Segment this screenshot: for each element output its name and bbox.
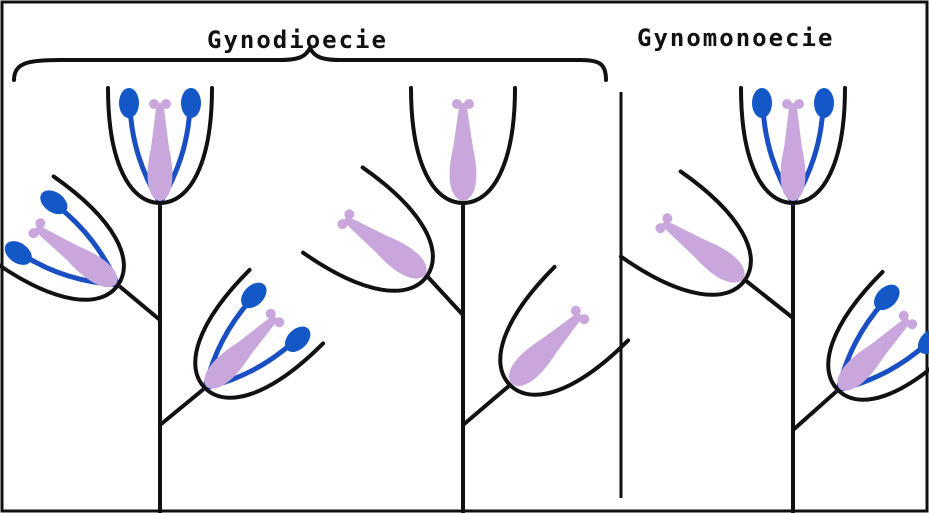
gynomonoecious-plant (621, 88, 929, 513)
branch (160, 388, 205, 425)
branch (118, 285, 160, 320)
female-plant (303, 88, 628, 513)
title-gynodioecie: Gynodioecie (207, 26, 388, 54)
branch (427, 276, 463, 315)
title-gynomonoecie: Gynomonoecie (637, 24, 834, 52)
flower-female (411, 88, 515, 203)
flower-hermaphrodite (108, 88, 212, 203)
flower-hermaphrodite (0, 176, 148, 327)
branch (793, 390, 838, 430)
branch (463, 385, 510, 425)
flower-female (621, 171, 775, 322)
hermaphrodite-plant (0, 88, 323, 513)
branch (745, 280, 793, 318)
flower-hermaphrodite (741, 88, 845, 203)
